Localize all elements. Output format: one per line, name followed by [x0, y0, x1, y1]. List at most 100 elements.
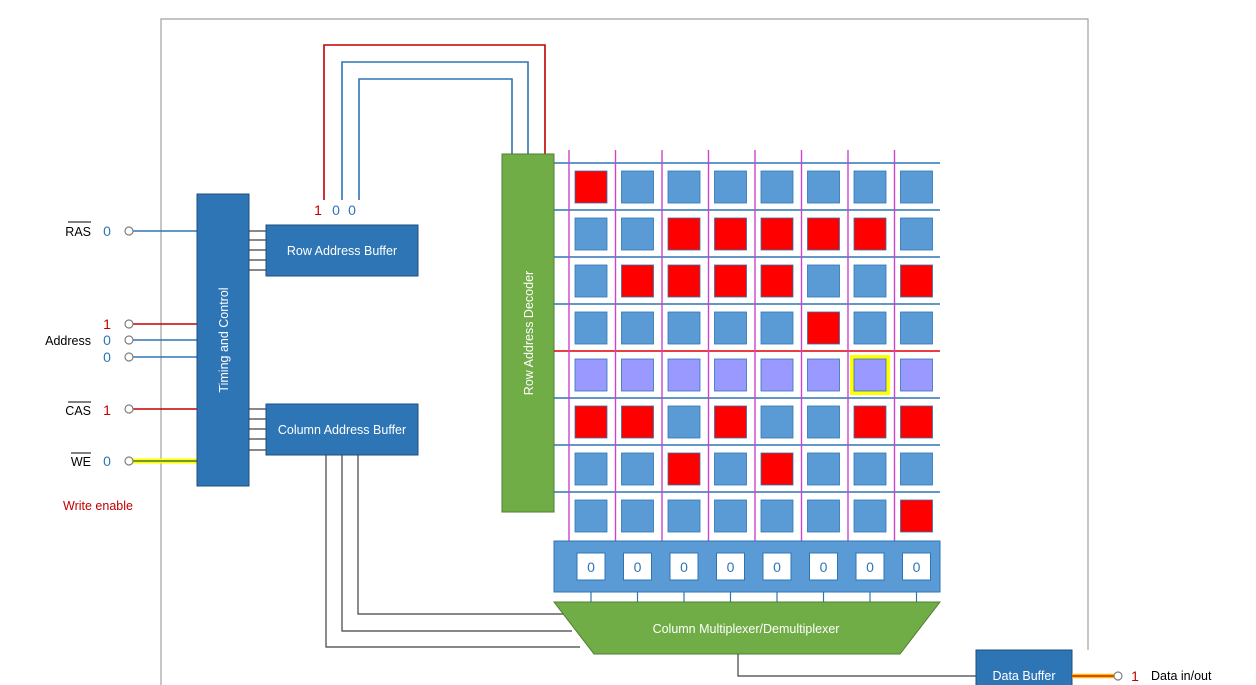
memory-cell[interactable]	[574, 405, 608, 439]
row-buffer-bit-1: 0	[332, 202, 340, 218]
memory-cell[interactable]	[760, 170, 794, 204]
memory-cell[interactable]	[714, 358, 747, 392]
memory-cell[interactable]	[900, 358, 933, 392]
memory-cell[interactable]	[667, 264, 701, 298]
timing-control-block[interactable]: Timing and Control	[196, 193, 250, 487]
memory-cell[interactable]	[621, 170, 654, 204]
memory-cell[interactable]	[900, 311, 933, 345]
address-pin-0[interactable]	[124, 352, 134, 362]
cas-pin[interactable]	[124, 404, 134, 414]
memory-cell[interactable]	[667, 217, 701, 251]
memory-cell[interactable]	[621, 358, 654, 392]
memory-cell[interactable]	[621, 264, 654, 298]
row-buffer-bit-2: 1	[314, 202, 322, 218]
memory-cell[interactable]	[667, 499, 701, 533]
sense-value: 0	[587, 559, 595, 575]
memory-cell[interactable]	[714, 499, 747, 533]
sense-cell	[669, 552, 699, 581]
memory-cell[interactable]	[807, 452, 840, 486]
memory-cell[interactable]	[621, 499, 654, 533]
mux-data-wire	[737, 654, 976, 677]
data-buffer[interactable]: Data Buffer	[975, 649, 1073, 685]
memory-cell[interactable]	[853, 452, 887, 486]
we-pin[interactable]	[124, 456, 134, 466]
row-address-buffer-label: Row Address Buffer	[287, 244, 397, 258]
address-pin-1[interactable]	[124, 335, 134, 345]
ras-pin[interactable]	[124, 226, 134, 236]
row-address-decoder[interactable]: Row Address Decoder	[501, 153, 555, 513]
memory-cell[interactable]	[853, 499, 887, 533]
memory-cell[interactable]	[853, 311, 887, 345]
input-pins	[124, 226, 134, 466]
address-bit-1: 0	[103, 332, 111, 348]
memory-cell[interactable]	[621, 217, 654, 251]
memory-cell[interactable]	[900, 264, 933, 298]
sense-value: 0	[727, 559, 735, 575]
memory-cell[interactable]	[807, 217, 840, 251]
row-address-buffer[interactable]: Row Address Buffer	[265, 224, 419, 277]
memory-cell[interactable]	[900, 405, 933, 439]
sense-value: 0	[866, 559, 874, 575]
column-address-buffer[interactable]: Column Address Buffer	[265, 403, 419, 456]
memory-cell[interactable]	[760, 499, 794, 533]
memory-cell[interactable]	[714, 311, 747, 345]
sense-value: 0	[773, 559, 781, 575]
data-label: Data in/out	[1151, 669, 1212, 683]
memory-cell[interactable]	[574, 311, 608, 345]
memory-cell[interactable]	[621, 311, 654, 345]
memory-cell[interactable]	[574, 452, 608, 486]
memory-cell[interactable]	[667, 405, 701, 439]
row-address-bus	[323, 44, 546, 200]
memory-cell[interactable]	[900, 499, 933, 533]
memory-cell[interactable]	[714, 217, 747, 251]
memory-cell[interactable]	[760, 217, 794, 251]
memory-cell[interactable]	[760, 452, 794, 486]
memory-cell[interactable]	[667, 452, 701, 486]
memory-cell[interactable]	[900, 170, 933, 204]
memory-cell[interactable]	[714, 264, 747, 298]
memory-cell[interactable]	[574, 264, 608, 298]
memory-cell[interactable]	[853, 358, 887, 392]
memory-cell[interactable]	[667, 311, 701, 345]
memory-cell[interactable]	[853, 170, 887, 204]
memory-cell[interactable]	[760, 264, 794, 298]
sense-value: 0	[820, 559, 828, 575]
memory-cell[interactable]	[807, 311, 840, 345]
memory-cell[interactable]	[621, 452, 654, 486]
sense-cell	[809, 552, 838, 581]
memory-cell[interactable]	[807, 264, 840, 298]
data-value: 1	[1131, 668, 1139, 684]
outer-frame	[160, 18, 1089, 685]
memory-cell[interactable]	[853, 217, 887, 251]
address-pin-2[interactable]	[124, 319, 134, 329]
memory-cell[interactable]	[714, 452, 747, 486]
memory-cell[interactable]	[574, 358, 608, 392]
memory-cell[interactable]	[807, 499, 840, 533]
memory-cell[interactable]	[714, 170, 747, 204]
memory-cell[interactable]	[621, 405, 654, 439]
memory-cell[interactable]	[900, 217, 933, 251]
memory-cell[interactable]	[574, 499, 608, 533]
timing-control-label: Timing and Control	[217, 287, 231, 392]
memory-cell[interactable]	[807, 405, 840, 439]
memory-cell[interactable]	[714, 405, 747, 439]
memory-cell[interactable]	[853, 264, 887, 298]
memory-cell[interactable]	[807, 170, 840, 204]
memory-cell[interactable]	[574, 170, 608, 204]
memory-cell[interactable]	[900, 452, 933, 486]
memory-cell-array	[574, 170, 933, 533]
memory-cell[interactable]	[574, 217, 608, 251]
memory-cell[interactable]	[667, 170, 701, 204]
ras-label: RAS	[65, 225, 91, 239]
memory-cell[interactable]	[667, 358, 701, 392]
memory-cell[interactable]	[807, 358, 840, 392]
memory-cell[interactable]	[760, 311, 794, 345]
memory-cell[interactable]	[760, 405, 794, 439]
row-address-decoder-label: Row Address Decoder	[522, 271, 536, 395]
memory-cell[interactable]	[760, 358, 794, 392]
column-mux[interactable]: Column Multiplexer/Demultiplexer	[552, 601, 942, 655]
data-pin[interactable]	[1113, 671, 1123, 681]
memory-cell[interactable]	[853, 405, 887, 439]
